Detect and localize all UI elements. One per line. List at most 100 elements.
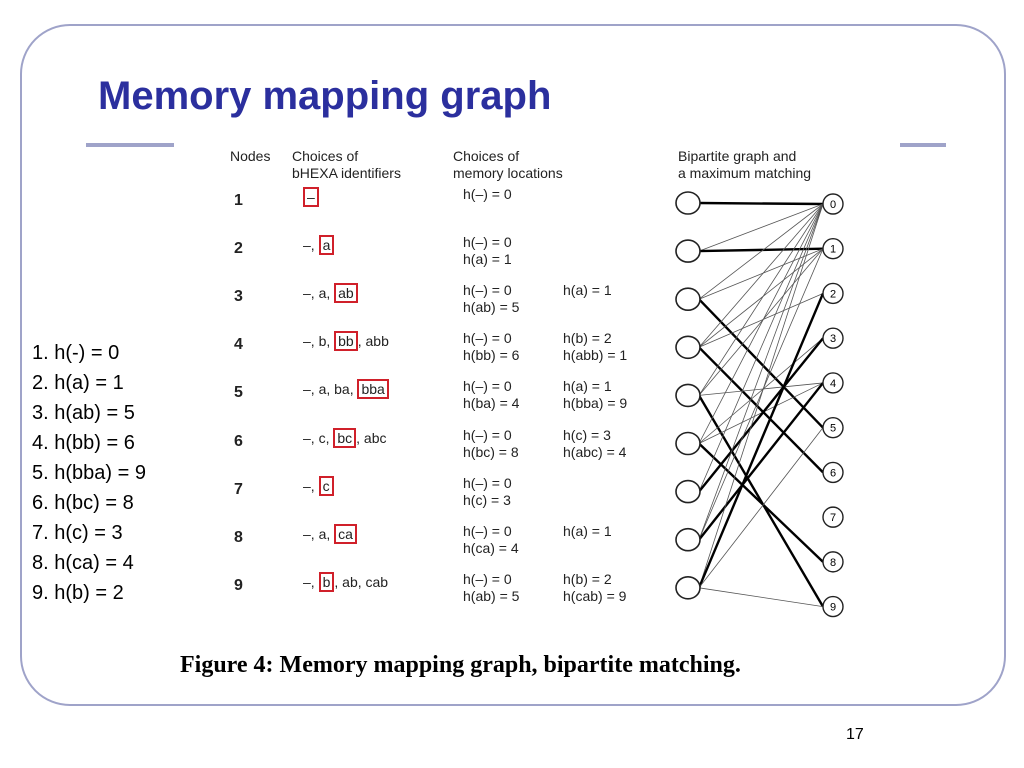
title-rule-left [86, 143, 174, 147]
memory-choice: h(–) = 0 [463, 330, 512, 346]
node-number: 9 [234, 577, 243, 594]
list-item: 1. h(-) = 0 [32, 342, 120, 364]
identifier-choices: –, a, ca [303, 524, 357, 544]
identifier-pre: –, b, [303, 333, 335, 349]
slide-frame [20, 24, 1006, 706]
selected-identifier: ca [334, 524, 357, 544]
memory-node [822, 461, 844, 484]
memory-node-label: 0 [830, 199, 836, 211]
header-line: Choices of [292, 148, 359, 164]
header-nodes: Nodes [230, 148, 271, 164]
left-node [675, 335, 701, 360]
memory-choice: h(abc) = 4 [563, 444, 627, 460]
identifier-choices: –, b, ab, cab [303, 572, 388, 592]
selected-identifier: c [318, 476, 334, 496]
memory-node [822, 372, 844, 394]
memory-choice: h(a) = 1 [563, 378, 612, 394]
graph-edge [698, 203, 824, 300]
memory-choice: h(bb) = 6 [463, 347, 520, 363]
memory-node-label: 7 [830, 512, 836, 524]
left-node [675, 287, 701, 311]
memory-node [822, 238, 844, 260]
memory-choice: h(–) = 0 [463, 378, 512, 394]
matching-edge [698, 382, 824, 541]
memory-node [822, 416, 844, 439]
matching-edge [697, 394, 825, 608]
slide-title: Memory mapping graph [98, 74, 552, 118]
matching-edge [698, 346, 824, 474]
memory-choices-col2: h(a) = 1 [563, 282, 612, 299]
identifier-post: , abb [357, 333, 389, 349]
matching-edge [698, 298, 824, 429]
header-bipartite: Bipartite graph and a maximum matching [678, 148, 811, 182]
graph-edge [698, 293, 824, 348]
node-number: 7 [234, 481, 243, 498]
memory-choice: h(b) = 2 [563, 571, 612, 587]
list-item: 4. h(bb) = 6 [32, 432, 135, 454]
memory-node [822, 193, 844, 215]
header-line: Bipartite graph and [678, 148, 797, 164]
graph-edge [698, 203, 824, 252]
identifier-choices: –, c [303, 476, 334, 496]
node-number: 3 [234, 288, 243, 305]
left-node [675, 479, 701, 504]
identifier-choices: –, a, ab [303, 283, 358, 303]
memory-choice: h(–) = 0 [463, 234, 512, 250]
node-number: 1 [234, 192, 243, 209]
list-item: 3. h(ab) = 5 [32, 402, 135, 424]
page-number: 17 [846, 726, 864, 743]
memory-choice: h(a) = 1 [563, 523, 612, 539]
identifier-choices: –, a [303, 235, 335, 255]
node-number: 4 [234, 336, 243, 353]
graph-edge [698, 203, 824, 588]
memory-choice: h(–) = 0 [463, 475, 512, 491]
node-number: 5 [234, 384, 243, 401]
identifier-choices: –, b, bb, abb [303, 331, 389, 351]
memory-node [822, 327, 844, 349]
memory-node-label: 8 [830, 557, 836, 569]
memory-choice: h(a) = 1 [463, 251, 512, 267]
memory-choice: h(–) = 0 [463, 523, 512, 539]
memory-choice: h(ba) = 4 [463, 395, 520, 411]
identifier-pre: –, [303, 237, 319, 253]
selected-identifier: bb [334, 331, 358, 351]
graph-edge [698, 203, 824, 396]
node-number: 8 [234, 529, 243, 546]
memory-node [822, 551, 844, 573]
identifier-choices: –, a, ba, bba [303, 379, 389, 399]
selected-identifier: b [318, 572, 335, 592]
left-node [675, 191, 701, 215]
graph-edge [698, 203, 824, 492]
header-line: Choices of [453, 148, 520, 164]
memory-choice: h(–) = 0 [463, 282, 512, 298]
memory-choice: h(–) = 0 [463, 571, 512, 587]
graph-edge [698, 248, 824, 540]
memory-choice: h(c) = 3 [463, 492, 511, 508]
matching-edge [698, 201, 824, 206]
memory-choice: h(ab) = 5 [463, 588, 520, 604]
memory-node-label: 4 [830, 378, 836, 390]
identifier-pre: –, c, [303, 430, 334, 446]
memory-node-label: 6 [830, 467, 836, 479]
memory-node-label: 2 [830, 288, 836, 300]
identifier-pre: –, [303, 478, 319, 494]
memory-choice: h(ab) = 5 [463, 299, 520, 315]
memory-choice: h(b) = 2 [563, 330, 612, 346]
identifier-pre: –, a, [303, 285, 335, 301]
identifier-choices: – [303, 187, 319, 207]
memory-node-label: 3 [830, 333, 836, 345]
list-item: 9. h(b) = 2 [32, 582, 124, 604]
left-node [675, 431, 701, 456]
list-item: 5. h(bba) = 9 [32, 462, 146, 484]
header-choices-mem: Choices of memory locations [453, 148, 563, 182]
memory-choice: h(bc) = 8 [463, 444, 519, 460]
left-node [675, 239, 701, 263]
memory-node-label: 1 [830, 244, 836, 256]
graph-edge [698, 382, 824, 396]
